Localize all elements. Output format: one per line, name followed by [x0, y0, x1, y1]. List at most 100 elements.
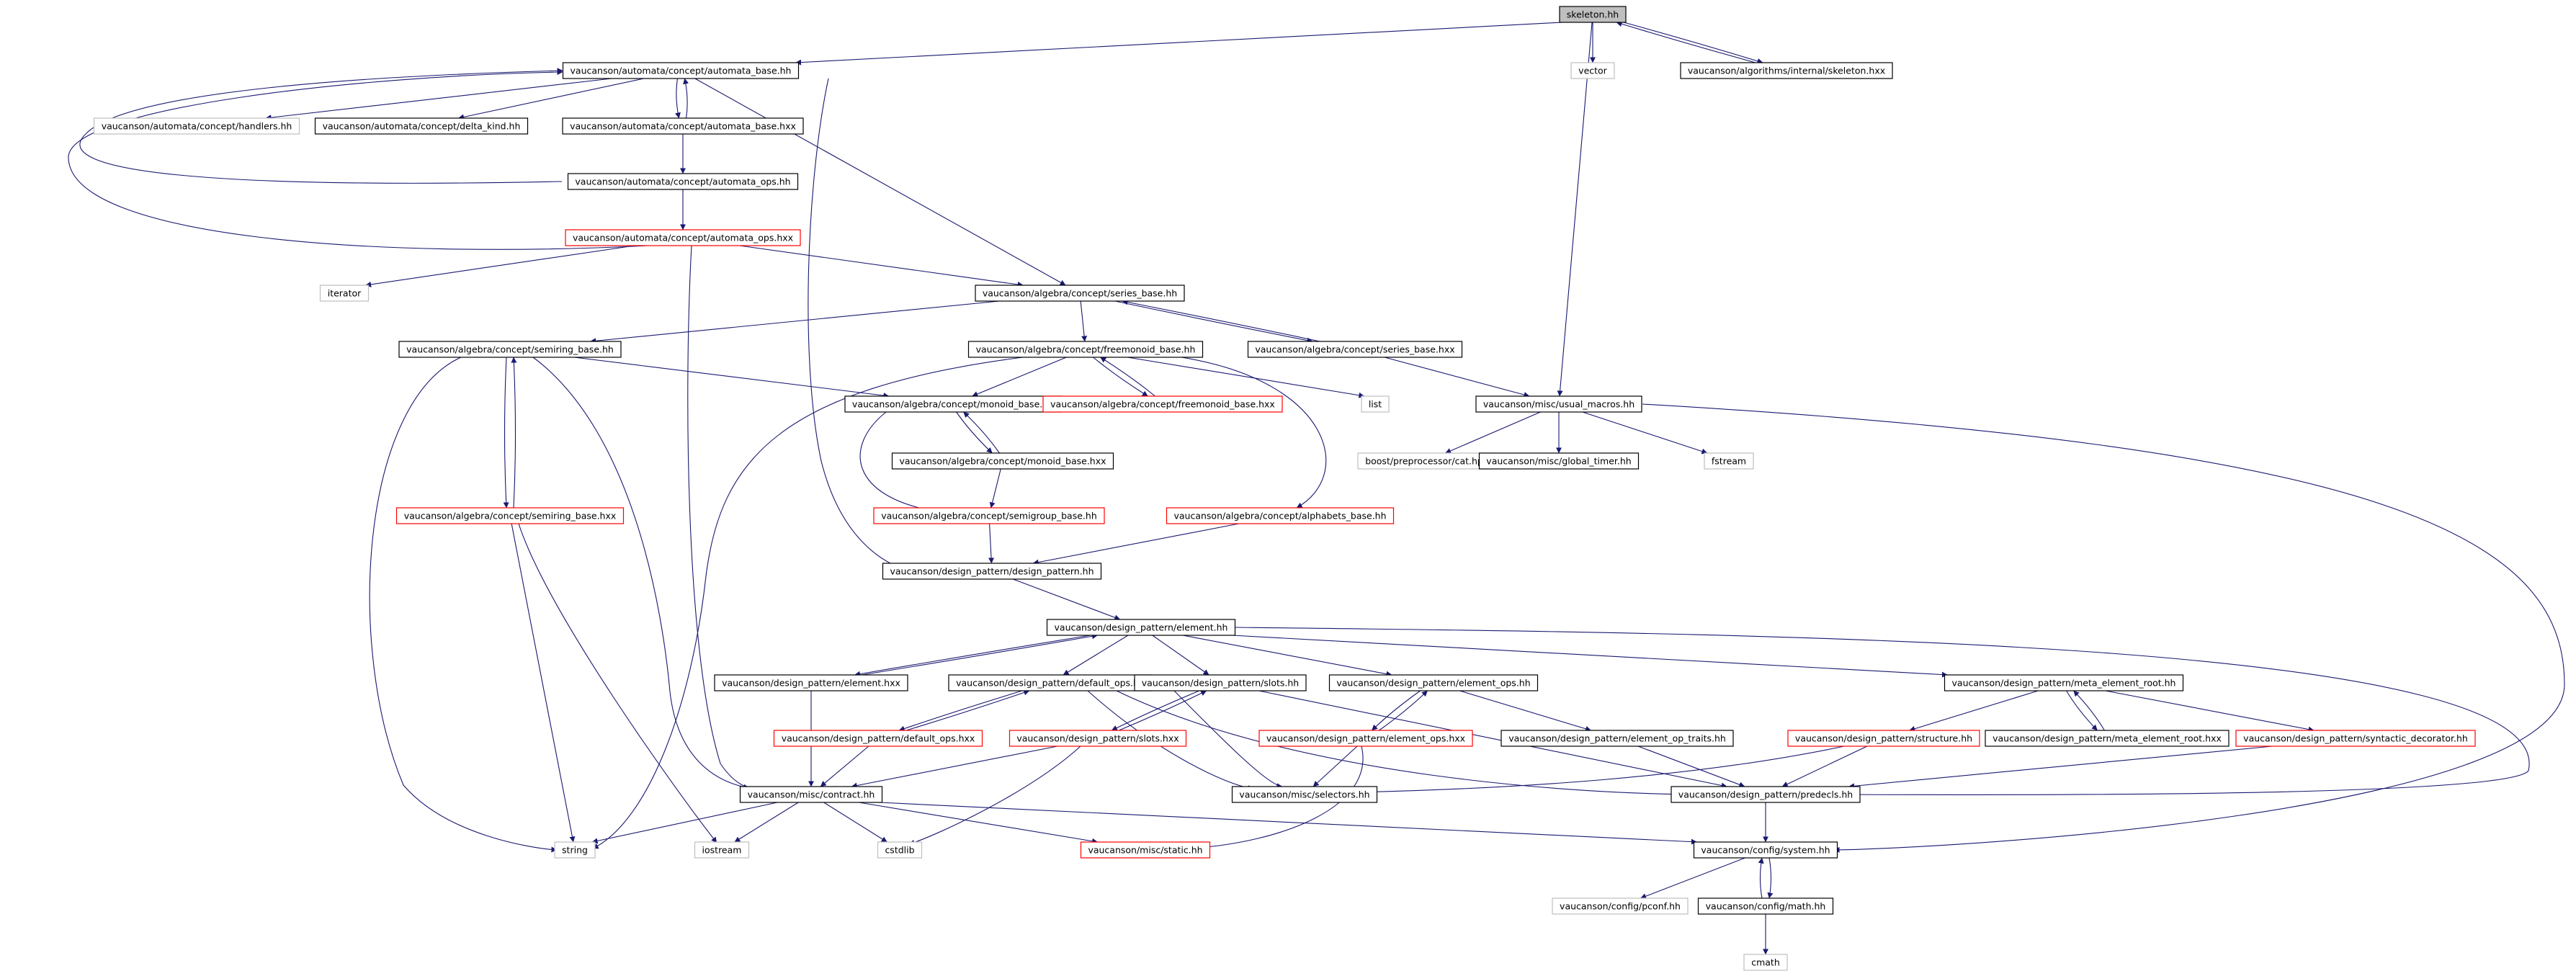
- edge-monoid-base-hh-to-monoid-base-hxx: [956, 411, 993, 454]
- node-fstream[interactable]: fstream: [1704, 452, 1754, 470]
- node-label: vaucanson/design_pattern/element.hh: [1055, 622, 1228, 633]
- node-handlers-hh[interactable]: vaucanson/automata/concept/handlers.hh: [93, 117, 300, 135]
- edge-default-ops-hxx-to-default-ops-hh: [905, 689, 1030, 731]
- edge-slots-hxx-to-cstdlib: [908, 746, 1081, 846]
- node-delta-kind-hh[interactable]: vaucanson/automata/concept/delta_kind.hh: [314, 117, 529, 135]
- edge-element-ops-hxx-to-element-ops-hh: [1379, 690, 1428, 731]
- node-semigroup-base-hh[interactable]: vaucanson/algebra/concept/semigroup_base…: [873, 507, 1105, 524]
- node-series-base-hh[interactable]: vaucanson/algebra/concept/series_base.hh: [975, 285, 1185, 302]
- node-element-hh[interactable]: vaucanson/design_pattern/element.hh: [1046, 619, 1236, 636]
- node-semiring-base-hxx[interactable]: vaucanson/algebra/concept/semiring_base.…: [395, 507, 625, 524]
- edge-line: [859, 802, 1099, 844]
- node-series-base-hxx[interactable]: vaucanson/algebra/concept/series_base.hx…: [1247, 341, 1463, 358]
- node-monoid-base-hxx[interactable]: vaucanson/algebra/concept/monoid_base.hx…: [891, 452, 1114, 470]
- node-iterator[interactable]: iterator: [319, 285, 370, 302]
- node-box: [567, 173, 799, 190]
- edge-automata-base-hh-to-delta-kind-hh: [458, 78, 644, 120]
- edge-line: [369, 357, 558, 853]
- node-freemonoid-base-hxx[interactable]: vaucanson/algebra/concept/freemonoid_bas…: [1042, 395, 1283, 413]
- node-box: [1046, 619, 1236, 636]
- node-string[interactable]: string: [554, 841, 596, 859]
- edge-automata-base-hh-to-series-base-hh: [694, 78, 1066, 286]
- edge-line: [972, 357, 1067, 397]
- node-element-ops-hh[interactable]: vaucanson/design_pattern/element_ops.hh: [1328, 674, 1539, 691]
- node-box: [1552, 897, 1689, 915]
- node-math-hh[interactable]: vaucanson/config/math.hh: [1697, 897, 1834, 915]
- node-box: [877, 841, 923, 859]
- node-static-hh[interactable]: vaucanson/misc/static.hh: [1080, 841, 1211, 859]
- edge-semiring-base-hh-to-contract-hh: [532, 357, 750, 790]
- node-label: vaucanson/design_pattern/meta_element_ro…: [1952, 678, 2176, 689]
- node-global-timer-hh[interactable]: vaucanson/misc/global_timer.hh: [1478, 452, 1640, 470]
- node-label: vaucanson/misc/global_timer.hh: [1486, 456, 1631, 467]
- node-vector[interactable]: vector: [1570, 62, 1615, 79]
- edge-slots-hh-to-predecls-hh: [1258, 690, 1727, 789]
- node-box: [562, 62, 800, 79]
- node-box: [398, 341, 622, 358]
- node-default-ops-hh[interactable]: vaucanson/design_pattern/default_ops.hh: [948, 674, 1153, 691]
- node-structure-hh[interactable]: vaucanson/design_pattern/structure.hh: [1787, 730, 1980, 747]
- node-system-hh[interactable]: vaucanson/config/system.hh: [1693, 841, 1838, 859]
- node-element-op-traits-hh[interactable]: vaucanson/design_pattern/element_op_trai…: [1501, 730, 1734, 747]
- edge-line: [687, 245, 753, 792]
- node-design-pattern-hh[interactable]: vaucanson/design_pattern/design_pattern.…: [882, 563, 1102, 580]
- node-slots-hxx[interactable]: vaucanson/design_pattern/slots.hxx: [1009, 730, 1187, 747]
- edge-automata-ops-hxx-to-iterator: [365, 245, 635, 287]
- node-box: [1570, 62, 1615, 79]
- edge-line: [1909, 690, 2039, 732]
- node-semiring-base-hh[interactable]: vaucanson/algebra/concept/semiring_base.…: [398, 341, 622, 358]
- edge-semiring-base-hh-to-semiring-base-hxx: [503, 357, 509, 509]
- edge-freemonoid-base-hh-to-list: [1127, 357, 1365, 398]
- node-selectors-hh[interactable]: vaucanson/misc/selectors.hh: [1231, 786, 1378, 803]
- node-label: boost/preprocessor/cat.hpp: [1365, 456, 1489, 467]
- node-meta-element-root-hxx[interactable]: vaucanson/design_pattern/meta_element_ro…: [1985, 730, 2230, 747]
- node-pconf-hh[interactable]: vaucanson/config/pconf.hh: [1552, 897, 1689, 915]
- node-slots-hh[interactable]: vaucanson/design_pattern/slots.hh: [1134, 674, 1307, 691]
- edge-slots-hh-to-selectors-hh: [1173, 690, 1283, 789]
- node-cstdlib[interactable]: cstdlib: [877, 841, 923, 859]
- node-label: vaucanson/design_pattern/default_ops.hh: [956, 678, 1145, 689]
- node-contract-hh[interactable]: vaucanson/misc/contract.hh: [739, 786, 883, 803]
- node-usual-macros-hh[interactable]: vaucanson/misc/usual_macros.hh: [1475, 395, 1642, 413]
- node-label: string: [562, 845, 588, 856]
- node-automata-base-hh[interactable]: vaucanson/automata/concept/automata_base…: [562, 62, 800, 79]
- node-cmath[interactable]: cmath: [1743, 954, 1788, 971]
- node-default-ops-hxx[interactable]: vaucanson/design_pattern/default_ops.hxx: [773, 730, 983, 747]
- node-cat-hpp[interactable]: boost/preprocessor/cat.hpp: [1357, 452, 1497, 470]
- node-skeleton-hh[interactable]: skeleton.hh: [1559, 6, 1627, 23]
- edge-line: [683, 78, 689, 119]
- node-element-ops-hxx[interactable]: vaucanson/design_pattern/element_ops.hxx: [1258, 730, 1473, 747]
- edge-line: [365, 245, 635, 287]
- edge-usual-macros-hh-to-fstream: [1582, 411, 1708, 455]
- node-alphabets-base-hh[interactable]: vaucanson/algebra/concept/alphabets_base…: [1166, 507, 1395, 524]
- edge-line: [675, 78, 681, 119]
- node-label: vaucanson/automata/concept/automata_ops.…: [573, 233, 793, 243]
- node-syntactic-decorator-hh[interactable]: vaucanson/design_pattern/syntactic_decor…: [2235, 730, 2476, 747]
- node-box: [1231, 786, 1378, 803]
- node-meta-element-root-hh[interactable]: vaucanson/design_pattern/meta_element_ro…: [1944, 674, 2184, 691]
- edge-line: [808, 78, 904, 570]
- node-automata-ops-hh[interactable]: vaucanson/automata/concept/automata_ops.…: [567, 173, 799, 190]
- node-box: [565, 229, 801, 246]
- node-monoid-base-hh[interactable]: vaucanson/algebra/concept/monoid_base.hh: [844, 395, 1062, 413]
- edge-structure-hh-to-selectors-hh: [1354, 746, 1845, 795]
- edge-line: [1445, 411, 1541, 454]
- edge-meta-element-root-hh-to-syntactic-decorator-hh: [2105, 690, 2315, 733]
- node-iostream[interactable]: iostream: [694, 841, 750, 859]
- edge-default-ops-hh-to-selectors-hh: [1087, 690, 1254, 792]
- node-freemonoid-base-hh[interactable]: vaucanson/algebra/concept/freemonoid_bas…: [967, 341, 1204, 358]
- node-automata-ops-hxx[interactable]: vaucanson/automata/concept/automata_ops.…: [565, 229, 801, 246]
- edge-line: [739, 245, 1024, 287]
- edge-line: [1372, 690, 1421, 731]
- node-automata-base-hxx[interactable]: vaucanson/automata/concept/automata_base…: [562, 117, 804, 135]
- node-label: vaucanson/algebra/concept/monoid_base.hh: [852, 399, 1054, 410]
- node-box: [1042, 395, 1283, 413]
- edge-line: [1173, 690, 1283, 789]
- node-predecls-hh[interactable]: vaucanson/design_pattern/predecls.hh: [1671, 786, 1861, 803]
- node-element-hxx[interactable]: vaucanson/design_pattern/element.hxx: [714, 674, 908, 691]
- node-label: skeleton.hh: [1567, 9, 1619, 20]
- node-internal-skeleton-hxx[interactable]: vaucanson/algorithms/internal/skeleton.h…: [1680, 62, 1893, 79]
- edge-line: [532, 357, 750, 790]
- node-list[interactable]: list: [1361, 395, 1390, 413]
- edge-system-hh-to-math-hh: [1767, 857, 1774, 899]
